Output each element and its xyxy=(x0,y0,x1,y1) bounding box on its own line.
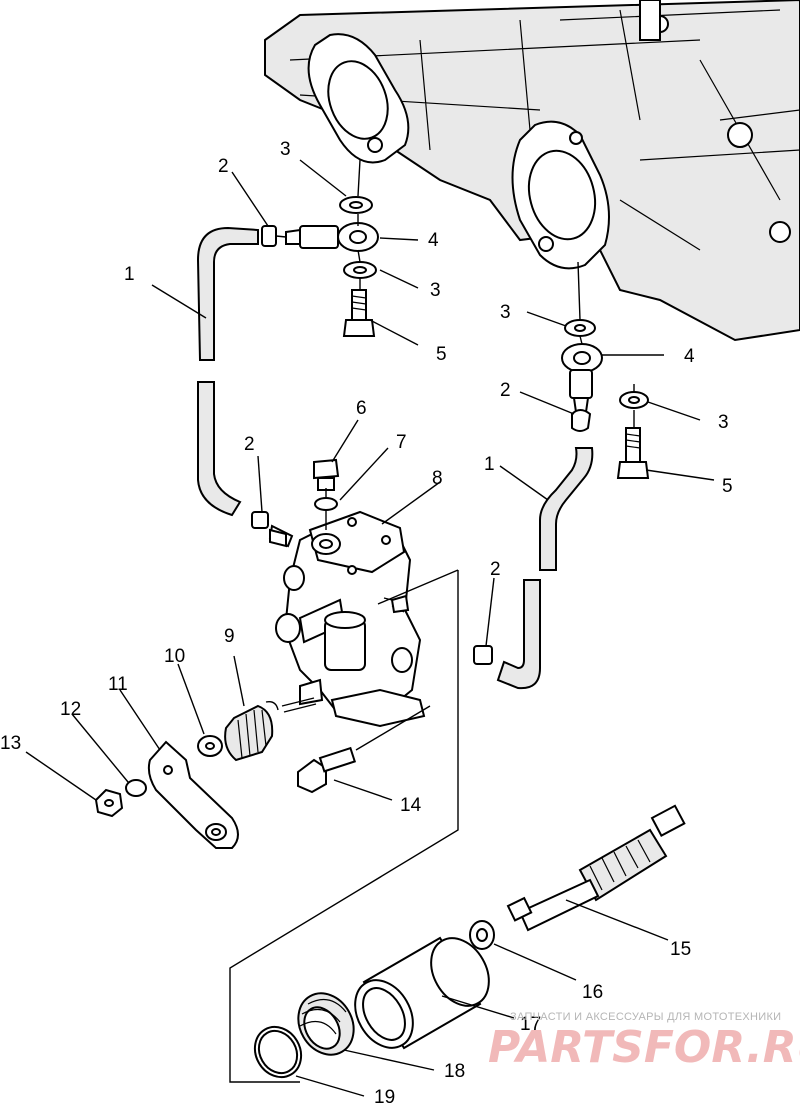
assembly-guide-lines xyxy=(229,159,635,1083)
callout-2d: 2 xyxy=(490,559,501,580)
callout-15: 15 xyxy=(670,939,691,960)
drive-lever-assembly xyxy=(94,697,357,849)
callout-1b: 1 xyxy=(484,454,495,475)
callout-3a: 3 xyxy=(280,139,291,160)
watermark-brand: PARTSFOR.RU xyxy=(488,1022,800,1073)
callout-14: 14 xyxy=(400,795,422,816)
callout-4a: 4 xyxy=(428,230,439,251)
callout-17: 17 xyxy=(520,1014,541,1035)
callout-16: 16 xyxy=(582,982,603,1003)
callout-6: 6 xyxy=(356,398,367,419)
callout-7: 7 xyxy=(396,432,407,453)
callout-5a: 5 xyxy=(436,344,447,365)
callout-5b: 5 xyxy=(722,476,733,497)
callout-11: 11 xyxy=(108,674,128,695)
callout-8: 8 xyxy=(432,468,443,489)
callout-10: 10 xyxy=(164,646,185,667)
callout-3b: 3 xyxy=(430,280,441,301)
watermark: ЗАПЧАСТИ И АКСЕССУАРЫ ДЛЯ МОТОТЕХНИКИ PA… xyxy=(488,1011,800,1073)
callout-2b: 2 xyxy=(500,380,511,401)
callout-2a: 2 xyxy=(218,156,229,177)
callout-1a: 1 xyxy=(124,264,135,285)
callout-13: 13 xyxy=(0,733,21,754)
callout-2c: 2 xyxy=(244,434,255,455)
callout-leaders xyxy=(25,159,715,1097)
right-feed-line xyxy=(473,319,650,690)
callout-12: 12 xyxy=(60,699,81,720)
left-feed-line xyxy=(196,196,379,548)
engine-cylinder-block xyxy=(264,0,800,342)
callout-4b: 4 xyxy=(684,346,695,367)
callout-19: 19 xyxy=(374,1087,395,1105)
watermark-tagline: ЗАПЧАСТИ И АКСЕССУАРЫ ДЛЯ МОТОТЕХНИКИ xyxy=(510,1011,781,1023)
oil-pump-body xyxy=(269,458,426,728)
callout-labels: 1 1 2 2 2 2 3 3 3 3 4 4 5 5 6 7 8 9 10 1… xyxy=(0,139,733,1105)
callout-18: 18 xyxy=(444,1061,465,1082)
callout-3d: 3 xyxy=(718,412,729,433)
callout-3c: 3 xyxy=(500,302,511,323)
drive-shaft-set xyxy=(253,804,686,1079)
callout-9: 9 xyxy=(224,626,235,647)
